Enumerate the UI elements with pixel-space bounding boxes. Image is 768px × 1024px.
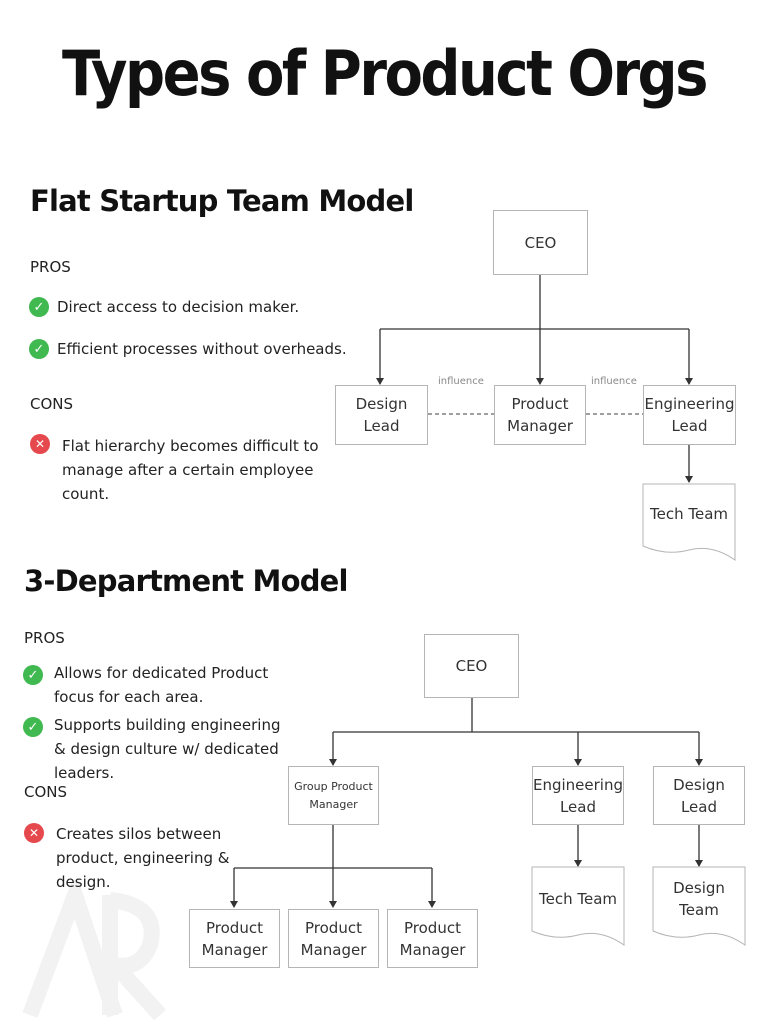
- flat-cons-label: CONS: [30, 395, 74, 413]
- dept-pro-item: Allows for dedicated Product focus for e…: [54, 664, 269, 706]
- product-manager-box: Product Manager: [494, 385, 586, 445]
- flat-pro-item: Direct access to decision maker.: [57, 298, 300, 316]
- check-circle-icon: ✓: [23, 717, 43, 737]
- design-team-label: Design Team: [673, 879, 725, 919]
- dept-cons-label: CONS: [24, 783, 68, 801]
- dept-pro-item: Supports building engineering & design c…: [54, 716, 281, 782]
- ceo-box: CEO: [493, 210, 588, 275]
- group-product-manager-box: Group Product Manager: [288, 766, 379, 825]
- flat-model-heading: Flat Startup Team Model: [30, 184, 414, 218]
- dept-con-item: Creates silos between product, engineeri…: [56, 825, 230, 891]
- x-circle-icon: ✕: [30, 434, 50, 454]
- product-manager-box: Product Manager: [387, 909, 478, 968]
- product-manager-box: Product Manager: [189, 909, 280, 968]
- x-circle-icon: ✕: [24, 823, 44, 843]
- tech-team-document-shape-2: [531, 866, 625, 946]
- dept-pros-label: PROS: [24, 629, 65, 647]
- engineering-lead-box: Engineering Lead: [532, 766, 624, 825]
- design-lead-box: Design Lead: [335, 385, 428, 445]
- flat-pros-label: PROS: [30, 258, 71, 276]
- tech-team-document-shape: [642, 483, 736, 561]
- page-title: Types of Product Orgs: [62, 38, 708, 111]
- ceo-box: CEO: [424, 634, 519, 698]
- check-circle-icon: ✓: [23, 665, 43, 685]
- tech-team-label: Tech Team: [649, 505, 728, 523]
- flat-con-item: Flat hierarchy becomes difficult to mana…: [62, 437, 319, 503]
- engineering-lead-box: Engineering Lead: [643, 385, 736, 445]
- flat-pro-item: Efficient processes without overheads.: [57, 340, 347, 358]
- check-circle-icon: ✓: [29, 297, 49, 317]
- design-lead-box: Design Lead: [653, 766, 745, 825]
- product-manager-box: Product Manager: [288, 909, 379, 968]
- design-team-document-shape: [652, 866, 746, 946]
- tech-team-label: Tech Team: [538, 890, 617, 908]
- watermark-logo-icon: [22, 880, 166, 1020]
- influence-label: influence: [591, 376, 637, 387]
- influence-label: influence: [438, 376, 484, 387]
- check-circle-icon: ✓: [29, 339, 49, 359]
- dept-model-heading: 3-Department Model: [24, 564, 349, 598]
